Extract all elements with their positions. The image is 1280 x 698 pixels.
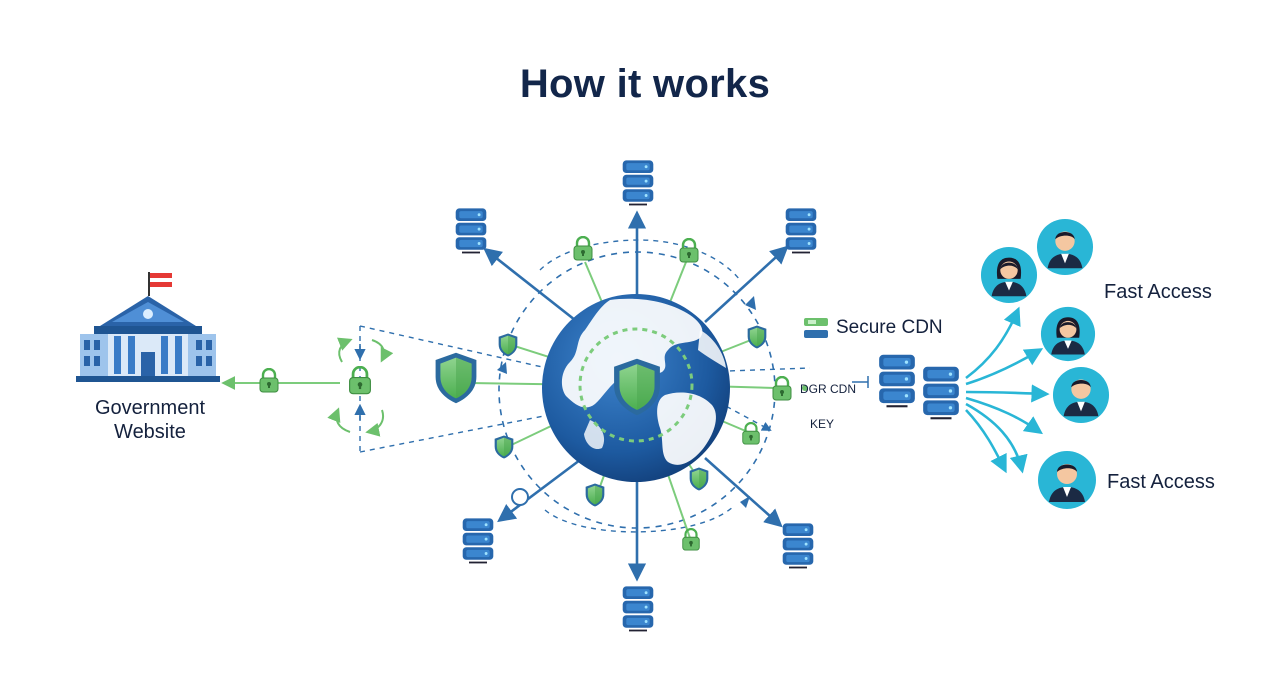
- lock-icon: [258, 368, 280, 394]
- mini-cdn-label: DGR CDN: [800, 382, 856, 396]
- users: [980, 218, 1110, 509]
- secure-cdn-label: Secure CDN: [836, 317, 943, 338]
- server-icon: [622, 160, 654, 206]
- fast-access-label-top: Fast Access: [1104, 281, 1212, 303]
- user-avatar-icon: [1036, 218, 1094, 276]
- server-icon: [455, 208, 487, 254]
- lock-icon: [348, 366, 372, 396]
- server-icon: [879, 354, 915, 408]
- security-badges: [494, 236, 793, 552]
- lock-icon: [572, 236, 594, 262]
- user-avatar-icon: [1052, 366, 1110, 424]
- user-avatar-icon: [980, 246, 1038, 304]
- lock-icon: [678, 238, 700, 264]
- link-bottom-right: [704, 457, 783, 528]
- lock-icon: [771, 376, 793, 402]
- server-icon: [782, 523, 814, 569]
- user-links: [965, 306, 1050, 474]
- encryption-cycle: [327, 337, 394, 437]
- server-icon: [785, 208, 817, 254]
- cdn-legend-icon: [802, 318, 869, 391]
- user-avatar-icon: [1038, 451, 1096, 509]
- page-title: How it works: [519, 62, 771, 106]
- shield-icon: [494, 435, 514, 459]
- government-label-line1: Government: [94, 397, 206, 419]
- link-bottom-left: [497, 458, 581, 523]
- server-icon: [462, 518, 494, 564]
- shield-icon: [585, 483, 605, 507]
- fast-access-label-bottom: Fast Access: [1107, 471, 1215, 493]
- link-top-left: [483, 247, 576, 322]
- government-building-icon: [76, 272, 220, 382]
- shield-icon: [498, 333, 518, 357]
- server-links: [483, 210, 789, 582]
- government-website-label: Government Website: [60, 396, 240, 444]
- shield-icon: [435, 352, 477, 404]
- government-label-line2: Website: [114, 421, 186, 443]
- key-label: KEY: [810, 417, 835, 431]
- shield-icon: [689, 467, 709, 491]
- lock-icon: [681, 528, 701, 552]
- server-icon: [622, 586, 654, 632]
- link-top-right: [704, 245, 789, 323]
- user-avatar-icon: [1040, 306, 1096, 362]
- lock-icon: [741, 422, 761, 446]
- server-icon: [923, 366, 959, 420]
- shield-icon: [747, 325, 767, 349]
